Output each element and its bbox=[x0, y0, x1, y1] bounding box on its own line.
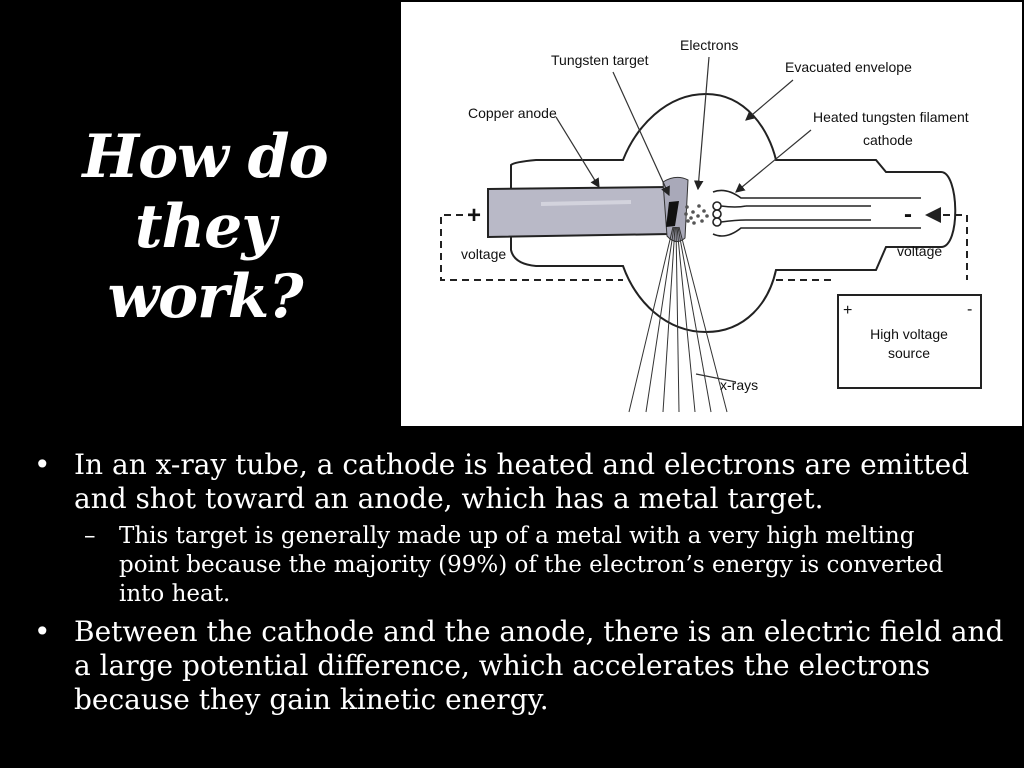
bullet-text: Between the cathode and the anode, there… bbox=[74, 615, 1004, 716]
source-plus-sign: + bbox=[843, 302, 852, 319]
voltage-circuit bbox=[440, 214, 968, 281]
leader-lines bbox=[555, 56, 812, 383]
bullet-text: In an x-ray tube, a cathode is heated an… bbox=[74, 448, 970, 515]
label-filament-line2: cathode bbox=[863, 132, 913, 148]
source-minus-sign: - bbox=[967, 301, 972, 318]
slide-title: How do they work? bbox=[60, 122, 350, 332]
title-line-2: they bbox=[134, 192, 276, 263]
copper-anode bbox=[487, 176, 689, 242]
source-label-line2: source bbox=[888, 345, 930, 361]
xray-tube-diagram: + - voltage voltage + - High voltage sou… bbox=[401, 2, 1022, 426]
title-line-1: How do bbox=[82, 122, 328, 193]
xray-tube-svg: + - voltage voltage + - High voltage sou… bbox=[440, 37, 982, 413]
cathode-filament bbox=[712, 189, 921, 237]
bullet-item-1: • In an x-ray tube, a cathode is heated … bbox=[32, 448, 1007, 516]
electron-dots bbox=[684, 204, 709, 225]
bullet-list: • In an x-ray tube, a cathode is heated … bbox=[32, 448, 1007, 723]
voltage-label-right: voltage bbox=[897, 243, 942, 259]
label-copper-anode: Copper anode bbox=[468, 105, 557, 121]
cathode-minus-sign: - bbox=[904, 201, 912, 228]
sub-bullet-text: This target is generally made up of a me… bbox=[119, 523, 944, 607]
label-electrons: Electrons bbox=[680, 37, 738, 53]
source-label-line1: High voltage bbox=[870, 326, 948, 342]
title-line-3: work? bbox=[107, 262, 303, 333]
label-evacuated-envelope: Evacuated envelope bbox=[785, 59, 912, 75]
high-voltage-source: + - High voltage source bbox=[837, 294, 982, 389]
label-tungsten-target: Tungsten target bbox=[551, 52, 649, 68]
xray-beams bbox=[628, 226, 728, 413]
bullet-marker: • bbox=[34, 448, 51, 481]
tungsten-target bbox=[666, 201, 679, 227]
bullet-marker: • bbox=[34, 615, 51, 648]
bullet-item-2: • Between the cathode and the anode, the… bbox=[32, 615, 1007, 717]
sub-bullet-item-1: – This target is generally made up of a … bbox=[32, 522, 969, 609]
anode-plus-sign: + bbox=[467, 202, 481, 229]
label-filament-line1: Heated tungsten filament bbox=[813, 109, 969, 125]
sub-bullet-marker: – bbox=[84, 523, 96, 549]
voltage-label-left: voltage bbox=[461, 246, 506, 262]
